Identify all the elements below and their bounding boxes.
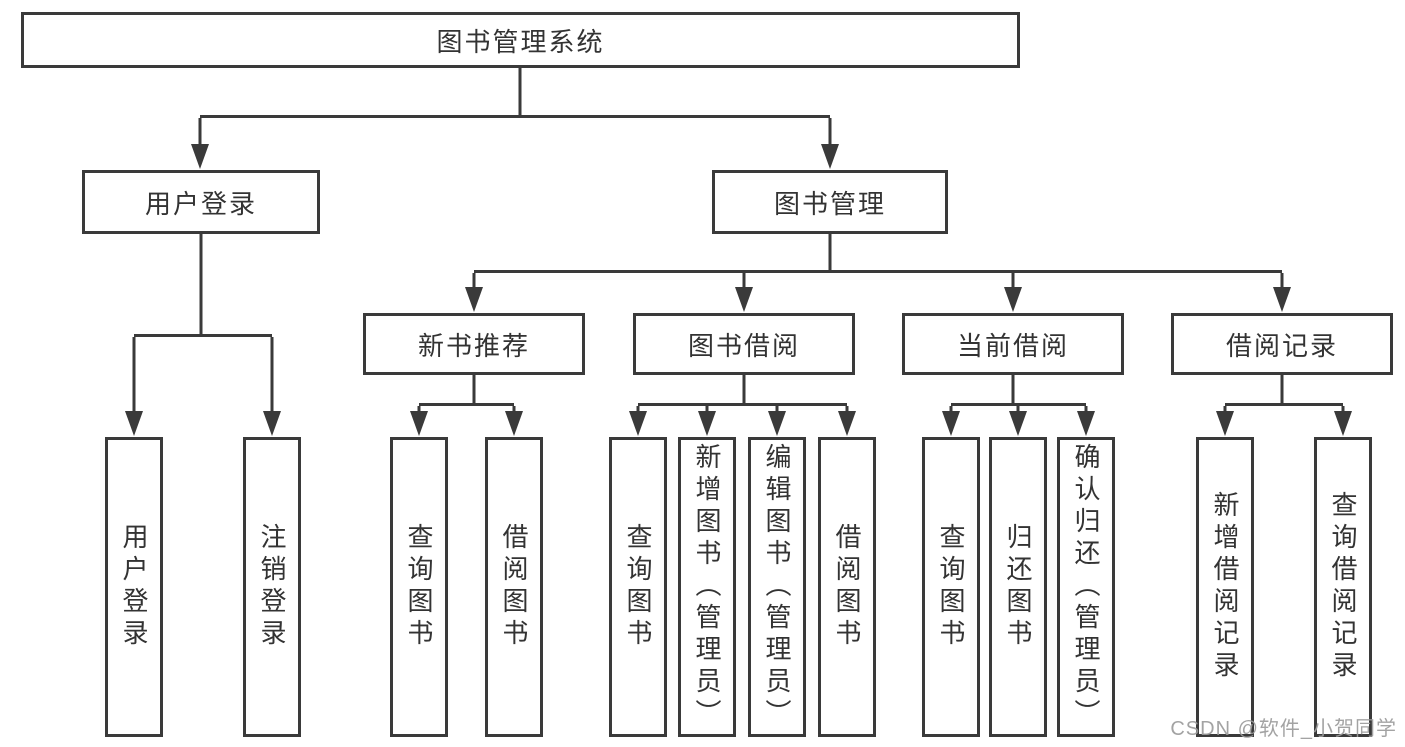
leaf-query-borrow-record: 查询借阅记录 [1314, 437, 1372, 737]
node-label: 注销登录 [257, 523, 287, 651]
node-label: 查询图书 [404, 523, 434, 651]
node-label: 用户登录 [119, 523, 149, 651]
node-label: 新增图书（管理员） [692, 443, 722, 731]
node-label: 编辑图书（管理员） [762, 443, 792, 731]
connector-lines [132, 68, 1345, 418]
node-book-management: 图书管理 [712, 170, 948, 234]
node-label: 图书借阅 [687, 330, 800, 361]
leaf-return-books: 归还图书 [989, 437, 1047, 737]
node-label: 借阅记录 [1225, 330, 1338, 361]
node-label: 查询借阅记录 [1328, 491, 1358, 683]
leaf-query-books-current: 查询图书 [922, 437, 980, 737]
node-label: 归还图书 [1003, 523, 1033, 651]
node-label: 新书推荐 [417, 330, 530, 361]
node-label: 图书管理 [773, 188, 886, 219]
leaf-borrow-books-recommend: 借阅图书 [485, 437, 543, 737]
node-root-system: 图书管理系统 [21, 12, 1020, 68]
leaf-query-books-borrow: 查询图书 [609, 437, 667, 737]
node-label: 确认归还（管理员） [1071, 443, 1101, 731]
node-current-borrow: 当前借阅 [902, 313, 1124, 375]
node-label: 图书管理系统 [436, 26, 605, 57]
node-label: 查询图书 [623, 523, 653, 651]
node-label: 借阅图书 [832, 523, 862, 651]
node-user-login: 用户登录 [82, 170, 320, 234]
node-label: 当前借阅 [956, 330, 1069, 361]
node-new-book-recommend: 新书推荐 [363, 313, 585, 375]
leaf-query-books-recommend: 查询图书 [390, 437, 448, 737]
leaf-user-login: 用户登录 [105, 437, 163, 737]
leaf-confirm-return-admin: 确认归还（管理员） [1057, 437, 1115, 737]
leaf-edit-books-admin: 编辑图书（管理员） [748, 437, 806, 737]
csdn-watermark: CSDN @软件_小贺同学 [1170, 718, 1397, 740]
leaf-add-borrow-record: 新增借阅记录 [1196, 437, 1254, 737]
node-borrow-records: 借阅记录 [1171, 313, 1393, 375]
node-label: 用户登录 [144, 188, 257, 219]
leaf-logout: 注销登录 [243, 437, 301, 737]
node-label: 新增借阅记录 [1210, 491, 1240, 683]
leaf-add-books-admin: 新增图书（管理员） [678, 437, 736, 737]
node-label: 借阅图书 [499, 523, 529, 651]
node-book-borrow: 图书借阅 [633, 313, 855, 375]
leaf-borrow-books: 借阅图书 [818, 437, 876, 737]
node-label: 查询图书 [936, 523, 966, 651]
arrowhead-icons [125, 144, 1352, 436]
